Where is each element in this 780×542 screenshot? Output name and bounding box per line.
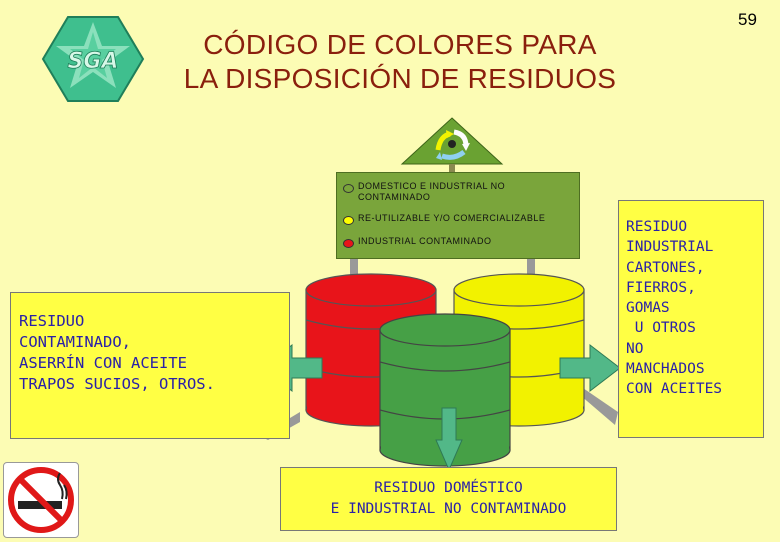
legend-dot-green (343, 184, 354, 193)
title-line-1: CÓDIGO DE COLORES PARA (203, 29, 597, 60)
waste-bins (305, 273, 585, 467)
industrial-waste-text: RESIDUO INDUSTRIAL CARTONES, FIERROS, GO… (626, 219, 723, 398)
color-legend: DOMESTICO E INDUSTRIAL NO CONTAMINADO RE… (336, 172, 580, 259)
arrow-down-icon (435, 407, 463, 472)
legend-dot-red (343, 239, 354, 248)
sga-logo-icon: SGA (41, 16, 145, 102)
no-smoking-sign (3, 462, 79, 538)
legend-label: INDUSTRIAL CONTAMINADO (358, 236, 492, 246)
recycling-triangle-icon (400, 117, 504, 172)
page-title: CÓDIGO DE COLORES PARA LA DISPOSICIÓN DE… (150, 28, 650, 96)
legend-label: RE-UTILIZABLE Y/O COMERCIALIZABLE (358, 213, 546, 223)
industrial-waste-panel: RESIDUO INDUSTRIAL CARTONES, FIERROS, GO… (618, 200, 764, 438)
no-smoking-icon (8, 467, 74, 533)
domestic-waste-text: RESIDUO DOMÉSTICO E INDUSTRIAL NO CONTAM… (330, 480, 567, 517)
title-line-2: LA DISPOSICIÓN DE RESIDUOS (183, 63, 617, 94)
contaminated-waste-text: RESIDUO CONTAMINADO, ASERRÍN CON ACEITE … (19, 312, 215, 393)
arrow-right-icon (559, 343, 621, 393)
domestic-waste-panel: RESIDUO DOMÉSTICO E INDUSTRIAL NO CONTAM… (280, 467, 617, 531)
legend-label: DOMESTICO E INDUSTRIAL NO CONTAMINADO (358, 181, 506, 202)
page-number: 59 (738, 10, 757, 29)
logo-text: SGA (68, 49, 119, 74)
contaminated-waste-panel: RESIDUO CONTAMINADO, ASERRÍN CON ACEITE … (10, 292, 290, 439)
legend-dot-yellow (343, 216, 354, 225)
